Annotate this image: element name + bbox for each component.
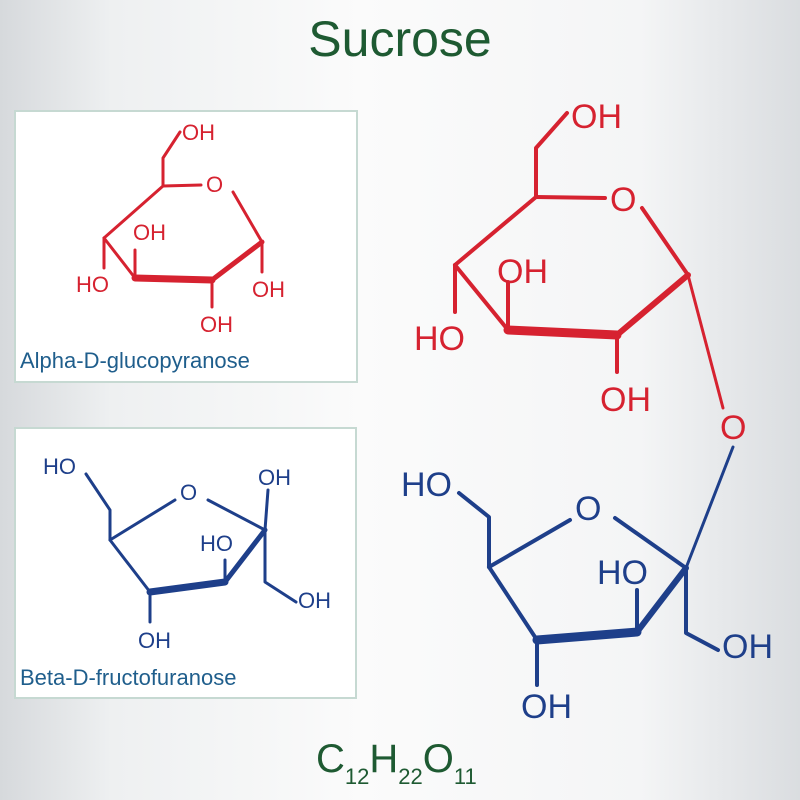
fructose-small-oh-c1: OH (298, 588, 331, 613)
formula-hydrogen-count: 22 (398, 764, 422, 789)
glucose-small-oh-top: OH (182, 120, 215, 145)
fructose-oh-c4: OH (521, 688, 572, 726)
fructose-caption: Beta-D-fructofuranose (20, 665, 236, 690)
glucose-ho-c4: HO (414, 320, 465, 358)
fructose-ring-o: O (575, 490, 601, 528)
glucose-small-ho-c4: HO (76, 272, 109, 297)
molecular-formula: C12H22O11 (316, 737, 477, 789)
fructose-small-ho-c3: HO (200, 531, 233, 556)
glucose-ring-o: O (610, 181, 636, 219)
glucose-caption: Alpha-D-glucopyranose (20, 348, 250, 373)
glucose-oh-c2: OH (600, 381, 651, 419)
glucose-small-oh-c2: OH (200, 312, 233, 337)
formula-hydrogen: H (369, 737, 398, 781)
formula-oxygen-count: 11 (454, 764, 477, 789)
fructose-small-oh-c4: OH (138, 628, 171, 653)
fructose-small-ring-o: O (180, 480, 197, 505)
glucose-small-bonds (102, 130, 265, 309)
fructose-panel: HO O OH HO OH OH Beta-D-fructofuranose (14, 427, 357, 699)
fructose-oh-c1: OH (722, 628, 773, 666)
glucose-small-oh-c1: OH (252, 277, 285, 302)
formula-carbon: C (316, 737, 345, 781)
glucose-unit-bonds (453, 111, 725, 410)
fructose-small-oh-c2: OH (258, 465, 291, 490)
glucose-oh-ch2: OH (571, 98, 622, 136)
fructose-ho-c3: HO (597, 554, 648, 592)
fructose-small-bonds (84, 472, 298, 624)
formula-oxygen: O (423, 737, 454, 781)
glucose-small-oh-c3: OH (133, 220, 166, 245)
page-title: Sucrose (308, 11, 491, 67)
glucose-oh-c3: OH (497, 253, 548, 291)
glucose-panel: OH O OH HO OH OH Alpha-D-glucopyranose (14, 110, 358, 383)
sucrose-structure: OH O OH HO OH O HO O HO OH OH (401, 98, 773, 726)
formula-carbon-count: 12 (345, 764, 369, 789)
fructose-ho-ch2: HO (401, 466, 452, 504)
bridge-oxygen: O (720, 409, 746, 447)
fructose-small-ho-top: HO (43, 454, 76, 479)
fructose-unit-bonds (457, 445, 735, 687)
glucose-small-ring-o: O (206, 172, 223, 197)
